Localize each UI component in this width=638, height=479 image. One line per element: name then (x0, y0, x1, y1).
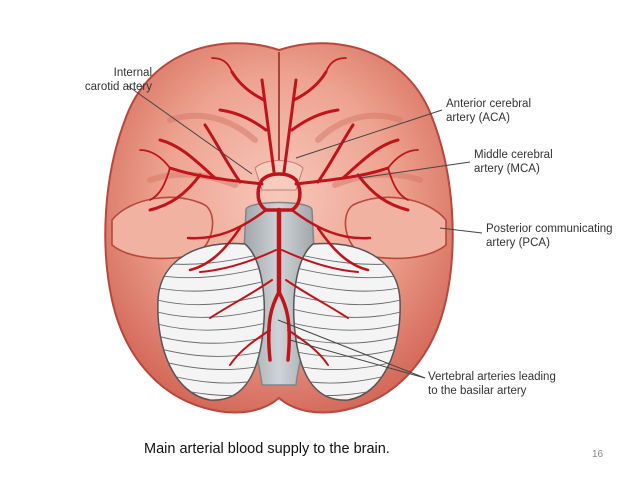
label-internal-carotid-artery: Internal carotid artery (84, 67, 152, 93)
leader-vertebral-1 (277, 319, 426, 379)
circle-of-willis (256, 172, 302, 212)
label-anterior-cerebral-artery: Anterior cerebral artery (ACA) (446, 98, 532, 124)
vertebral-artery-left (266, 290, 281, 362)
label-vertebral-arteries: Vertebral arteries leading to the basila… (428, 371, 556, 397)
leader-lines (127, 85, 483, 379)
pca-right (290, 208, 372, 272)
leader-vertebral-2 (289, 339, 426, 379)
aca-right (282, 70, 340, 174)
label-middle-cerebral-artery: Middle cerebral artery (MCA) (474, 149, 553, 175)
mca-left (148, 123, 264, 212)
cerebellum-left (157, 242, 266, 401)
cerebellar-branches-left (199, 249, 277, 366)
slide-caption: Main arterial blood supply to the brain. (144, 441, 390, 457)
leader-aca (295, 109, 443, 159)
pca-left (186, 208, 268, 272)
fine-branches (139, 57, 419, 201)
cerebellum-right (292, 242, 401, 401)
label-posterior-communicating-artery: Posterior communicating artery (PCA) (486, 223, 613, 249)
leader-mca (359, 161, 471, 179)
leader-pca (439, 227, 483, 234)
mca-right (294, 123, 410, 212)
vertebral-artery-right (277, 290, 292, 362)
page-number: 16 (592, 449, 604, 460)
leader-internal-carotid (127, 85, 253, 175)
aca-left (218, 70, 276, 174)
frontal-sulci (147, 112, 423, 188)
arteries (139, 57, 419, 366)
